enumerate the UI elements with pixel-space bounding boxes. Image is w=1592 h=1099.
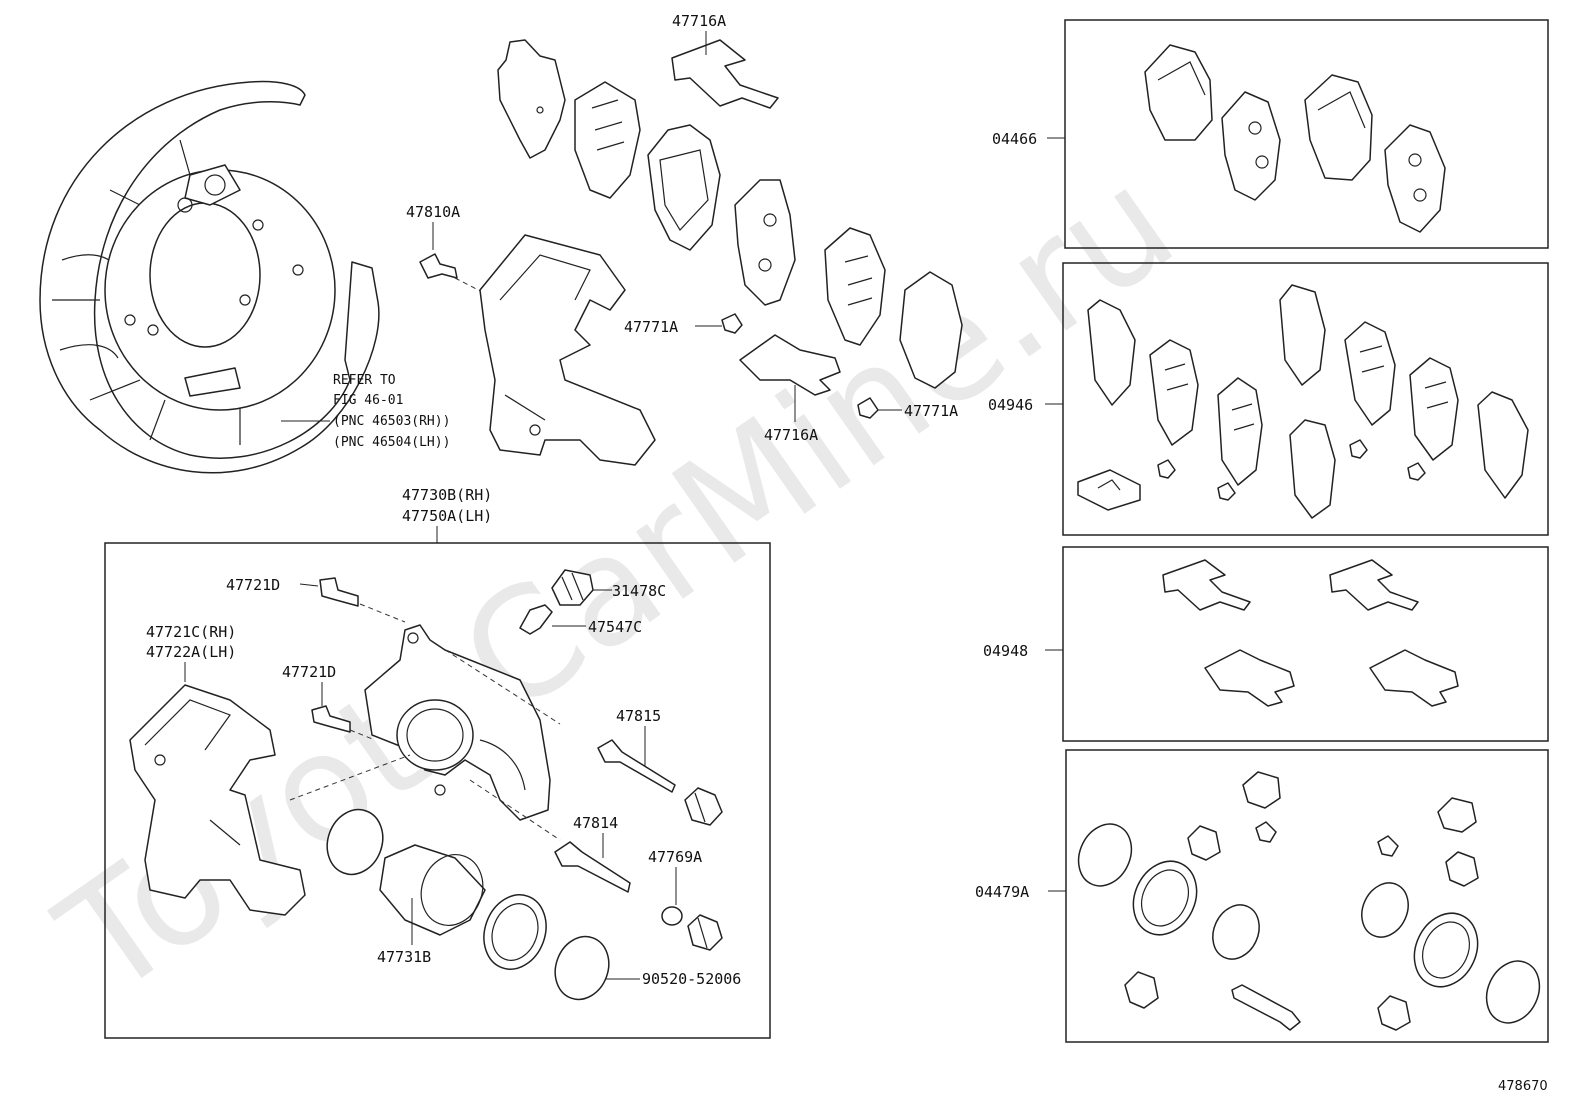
cylinder-boot-ring[interactable] — [474, 886, 556, 978]
label-47771A-left: 47771A — [624, 318, 678, 336]
shim-pad-top-1[interactable] — [497, 39, 566, 159]
bolt-47721D-top[interactable] — [319, 577, 359, 607]
shim-pad-top-2[interactable] — [899, 271, 963, 389]
label-47815: 47815 — [616, 707, 661, 725]
bolt-47721D-mid[interactable] — [311, 705, 351, 733]
kit-box-04479A — [1065, 749, 1549, 1043]
caliper-body[interactable] — [364, 624, 551, 821]
label-47721D-top: 47721D — [226, 576, 280, 594]
label-90520-52006: 90520-52006 — [642, 970, 741, 988]
bolt-47810A[interactable] — [419, 253, 458, 279]
label-47771A-right: 47771A — [904, 402, 958, 420]
brake-pad-top[interactable] — [647, 124, 721, 251]
snap-ring-90520[interactable] — [547, 929, 618, 1007]
plate-kit-04948-plates[interactable] — [1162, 559, 1459, 707]
kit-box-04466 — [1064, 19, 1549, 249]
piston-47731B[interactable] — [379, 844, 493, 936]
caliper-kit-04479A-parts[interactable] — [1069, 771, 1549, 1032]
label-04466: 04466 — [992, 130, 1037, 148]
label-31478C: 31478C — [612, 582, 666, 600]
slide-pin-47815[interactable] — [597, 739, 676, 793]
svg-text:REFER TO: REFER TO — [333, 373, 396, 388]
disc-brake-dust-cover[interactable] — [39, 80, 380, 474]
shim-kit-04946-shims[interactable] — [1077, 284, 1529, 519]
label-47731B: 47731B — [377, 948, 431, 966]
svg-text:(PNC 46504(LH)): (PNC 46504(LH)) — [333, 435, 450, 450]
caliper-bracket-47721C[interactable] — [129, 684, 306, 916]
label-47730B: 47730B(RH) — [402, 486, 492, 504]
kit-box-04946 — [1062, 262, 1549, 536]
label-47722A: 47722A(LH) — [146, 643, 236, 661]
bushing-47769A[interactable] — [661, 906, 683, 926]
label-04479A: 04479A — [975, 883, 1029, 901]
caliper-assembly-box — [104, 542, 771, 1039]
slide-pin-47814[interactable] — [554, 841, 631, 893]
pad-clip-right[interactable] — [857, 397, 879, 419]
anti-squeal-shim-top-3[interactable] — [824, 227, 886, 346]
refer-note: REFER TO FIG 46-01 (PNC 46503(RH)) (PNC … — [333, 373, 450, 450]
label-47721C: 47721C(RH) — [146, 623, 236, 641]
label-47721D-mid: 47721D — [282, 663, 336, 681]
svg-text:(PNC 46503(RH)): (PNC 46503(RH)) — [333, 414, 450, 429]
bushing-boot-lower[interactable] — [687, 914, 723, 951]
label-47716A-mid: 47716A — [764, 426, 818, 444]
label-47810A: 47810A — [406, 203, 460, 221]
bushing-boot-upper[interactable] — [684, 787, 723, 826]
label-47814: 47814 — [573, 814, 618, 832]
pad-kit-04466-pads[interactable] — [1144, 44, 1446, 233]
pad-support-plate-mid[interactable] — [739, 334, 841, 396]
pad-clip-left[interactable] — [721, 313, 743, 334]
label-04946: 04946 — [988, 396, 1033, 414]
pad-support-plate-top[interactable] — [671, 39, 779, 109]
label-47769A: 47769A — [648, 848, 702, 866]
label-47547C: 47547C — [588, 618, 642, 636]
label-47716A-top: 47716A — [672, 12, 726, 30]
piston-seal[interactable] — [318, 802, 391, 882]
svg-text:FIG 46-01: FIG 46-01 — [333, 393, 403, 408]
label-04948: 04948 — [983, 642, 1028, 660]
caliper-mounting-bracket[interactable] — [479, 234, 656, 466]
anti-squeal-shim-top-1[interactable] — [574, 81, 641, 199]
label-47750A: 47750A(LH) — [402, 507, 492, 525]
kit-box-04948 — [1062, 546, 1549, 742]
figure-id: 478670 — [1498, 1079, 1548, 1094]
anti-squeal-shim-top-2[interactable] — [734, 179, 796, 306]
bleeder-plug-47547C[interactable] — [519, 604, 553, 635]
